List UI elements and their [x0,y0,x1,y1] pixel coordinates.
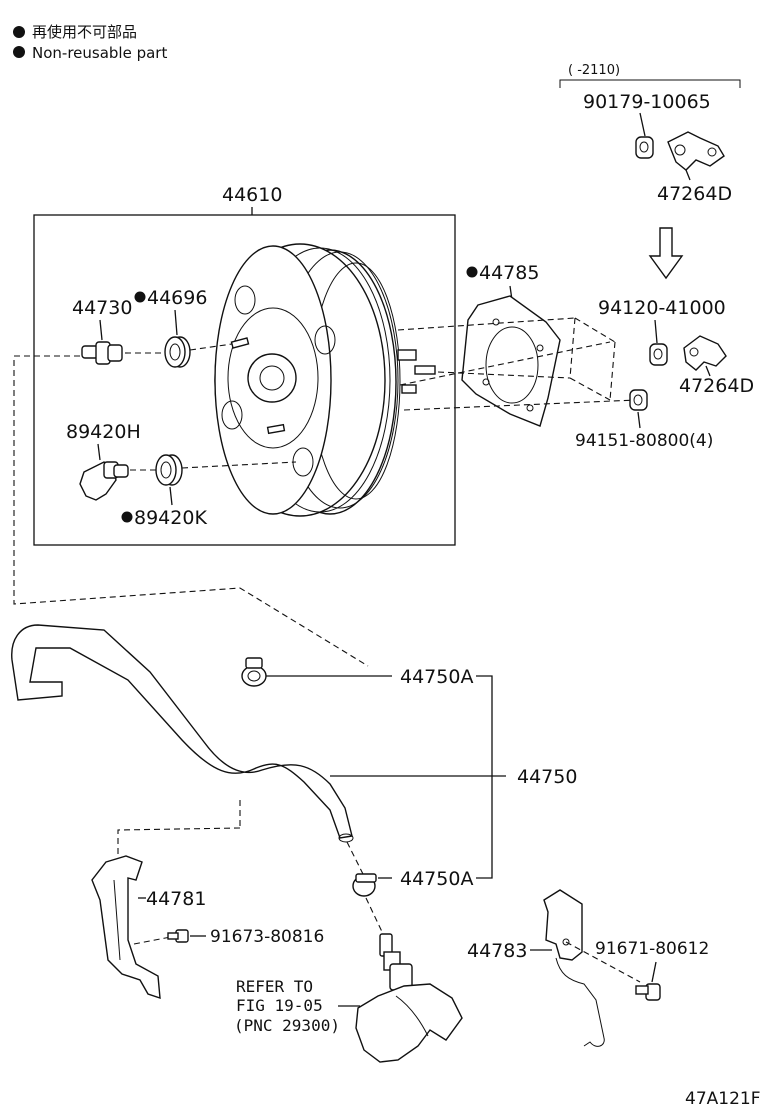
variant-group: ( -2110) 90179-10065 47264D [559,63,741,280]
booster-assembly: 44610 44730 [33,184,456,546]
pressure-sensor-icon [79,461,129,501]
bracket-icon [667,131,725,171]
hose-clip-icon [241,657,267,687]
master-cylinder-icon [355,933,463,1063]
part-number-44783[interactable]: 44783 [467,940,527,962]
hose-bracket-icon [91,855,161,1000]
brake-booster [214,243,436,517]
nut-icon [649,343,668,366]
part-number-89420K[interactable]: 89420K [134,507,207,529]
arrow-down-icon [648,227,684,280]
legend-english: Non-reusable part [32,44,167,62]
non-reusable-dot-icon [13,46,25,58]
part-number-44750A-bottom[interactable]: 44750A [400,868,473,890]
grommet-icon [164,336,191,368]
hose-group [11,355,369,858]
bolt-icon [167,929,189,943]
part-number-44750[interactable]: 44750 [517,766,577,788]
clip-group-bottom: 44750A [346,841,473,937]
part-number-47264D-right[interactable]: 47264D [679,375,754,397]
part-number-94151-80800[interactable]: 94151-80800(4) [575,431,713,451]
refer-line-2[interactable]: FIG 19-05 [236,996,323,1015]
refer-line-3[interactable]: (PNC 29300) [234,1016,340,1035]
line-bracket-icon[interactable] [543,889,583,961]
right-hardware: 94120-41000 47264D 94151-80800(4) [575,297,754,451]
bolt-icon [635,983,661,1001]
non-reusable-dot-icon [121,511,133,523]
legend: 再使用不可部品 Non-reusable part [13,23,167,62]
reference-group: REFER TO FIG 19-05 (PNC 29300) [234,933,463,1063]
gasket-icon [461,295,561,427]
part-number-89420H[interactable]: 89420H [66,421,141,443]
hose-clip-icon [352,873,377,897]
part-number-47264D-top[interactable]: 47264D [657,183,732,205]
part-number-44750A-top[interactable]: 44750A [400,666,473,688]
variant-range: ( -2110) [568,63,620,78]
vacuum-hose [11,624,353,839]
part-number-44730[interactable]: 44730 [72,297,132,319]
line-bracket-group: 44783 91671-80612 [467,889,709,1047]
hose-bracket-group: 44781 91673-80816 [91,855,324,1000]
refer-line-1[interactable]: REFER TO [236,977,313,996]
figure-code: 47A121F [685,1089,760,1109]
part-number-44781[interactable]: 44781 [146,888,206,910]
part-number-44785[interactable]: 44785 [479,262,539,284]
part-number-44696[interactable]: 44696 [147,287,207,309]
nut-icon [635,136,654,159]
check-valve-icon [81,341,123,365]
part-number-94120-41000[interactable]: 94120-41000 [598,297,726,319]
gasket-group: 44785 [397,262,637,427]
non-reusable-dot-icon [13,26,25,38]
clip-group-top: 44750A 44750 [241,657,577,879]
part-number-90179-10065[interactable]: 90179-10065 [583,91,711,113]
part-number-44610[interactable]: 44610 [222,184,282,206]
grommet-icon [155,454,183,486]
nut-icon [629,389,648,411]
part-number-91673-80816[interactable]: 91673-80816 [210,927,324,947]
non-reusable-dot-icon [466,266,478,278]
non-reusable-dot-icon [134,291,146,303]
bracket-icon [683,335,727,371]
legend-japanese: 再使用不可部品 [32,23,137,41]
part-number-91671-80612[interactable]: 91671-80612 [595,939,709,959]
